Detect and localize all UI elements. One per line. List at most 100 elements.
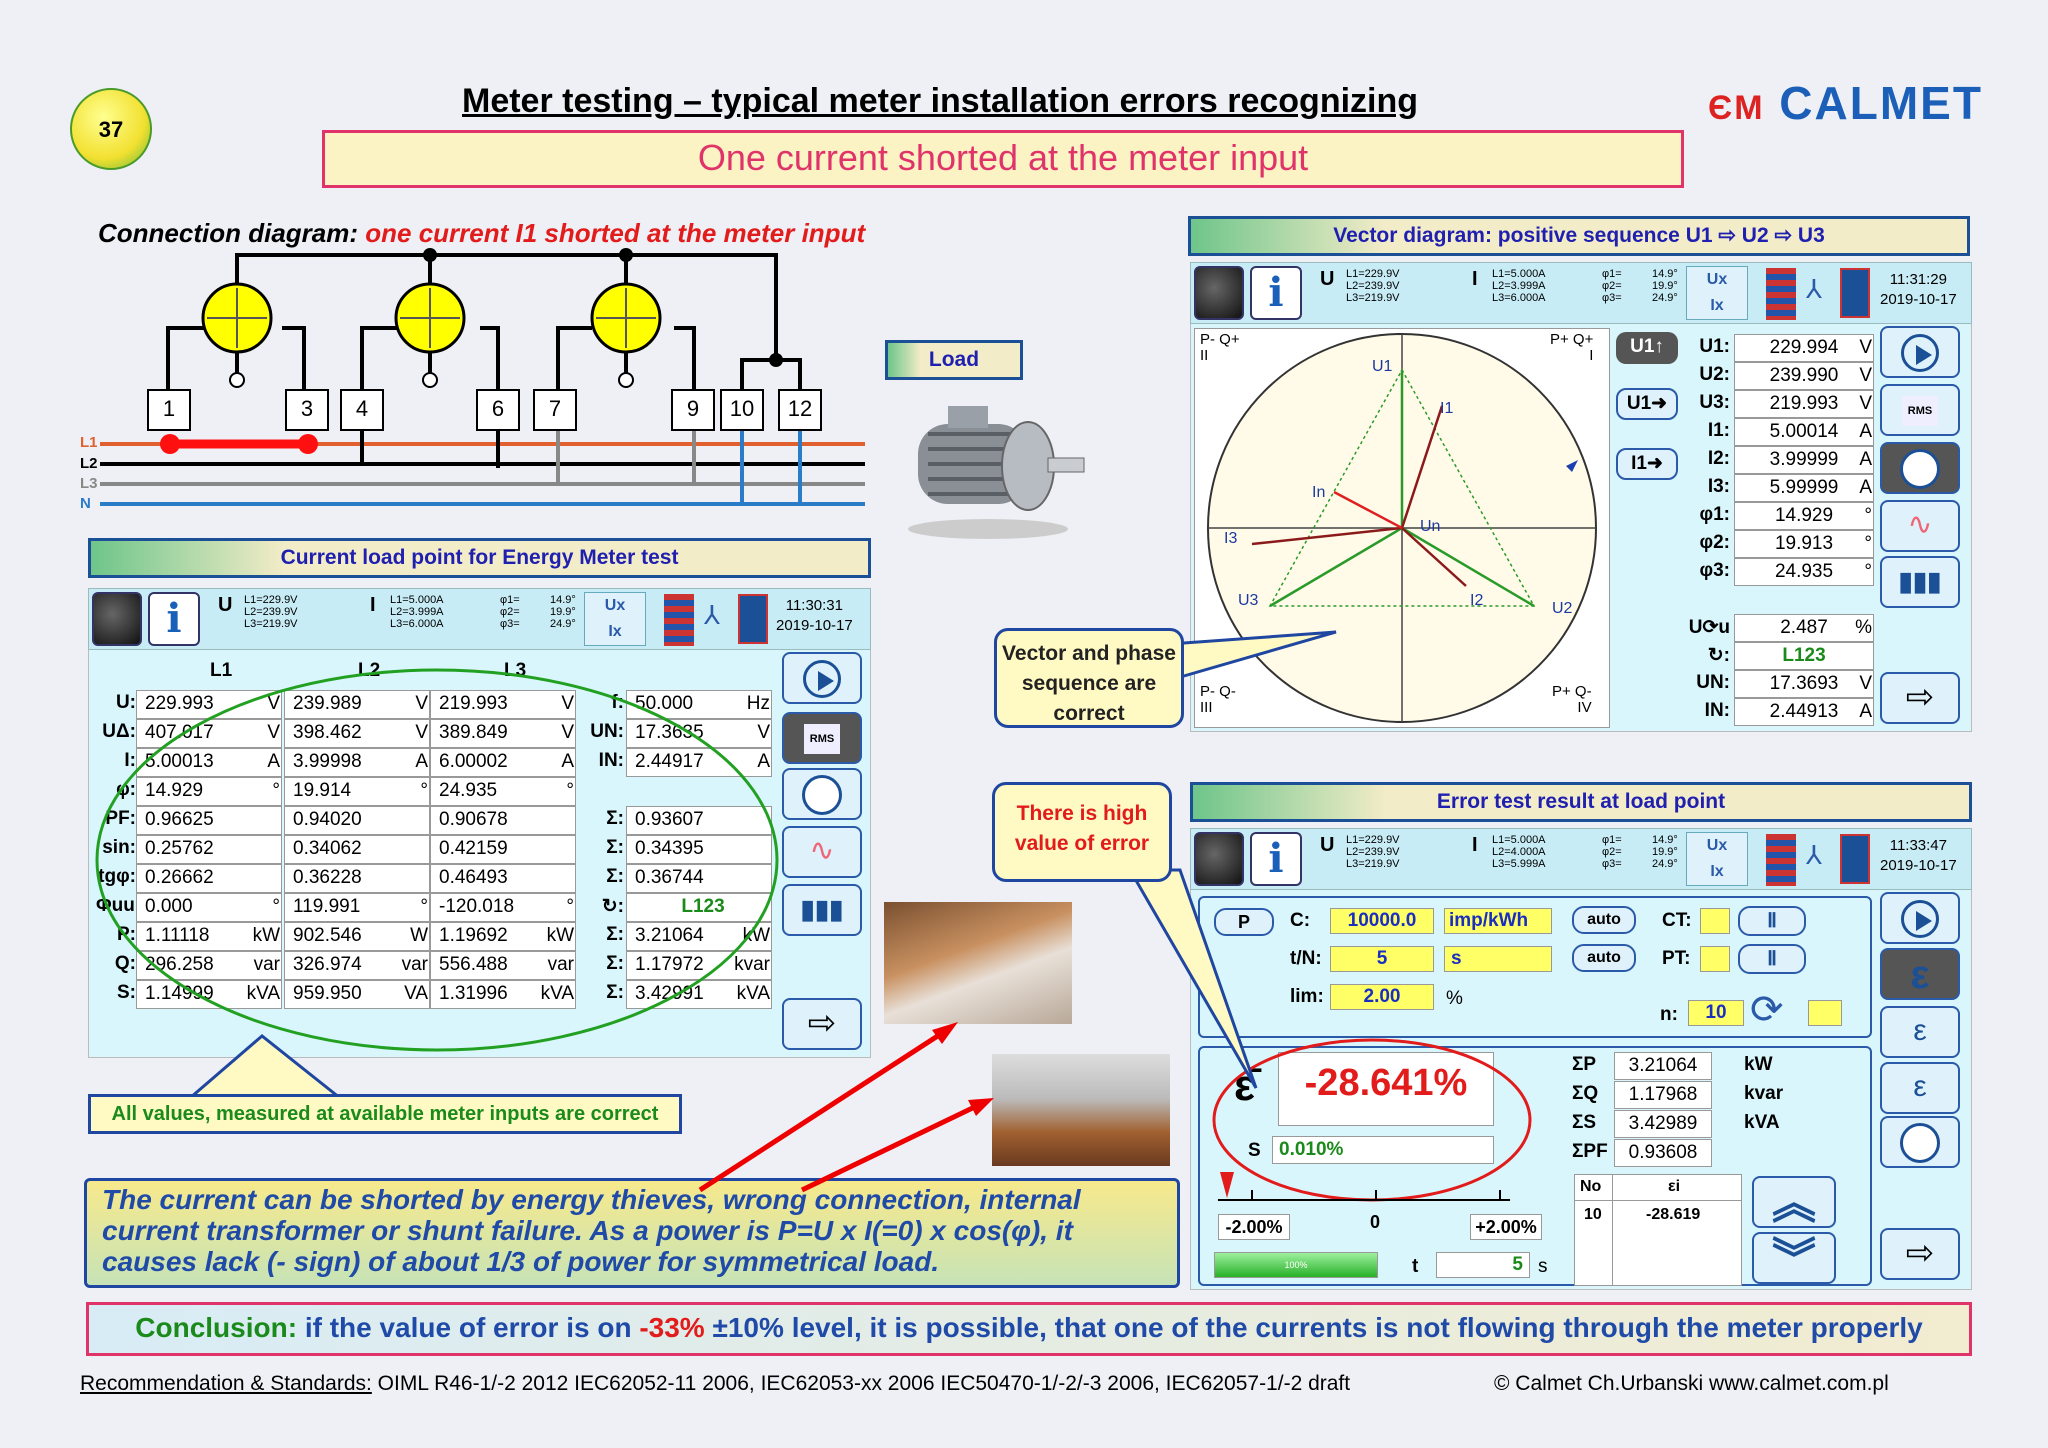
allvals-pointer bbox=[185, 1034, 345, 1100]
auto-button-2[interactable]: auto bbox=[1572, 944, 1636, 972]
unit-label: V bbox=[267, 722, 280, 743]
play-button-3[interactable] bbox=[1880, 892, 1960, 944]
vector-button[interactable] bbox=[782, 768, 862, 820]
error-chart-button[interactable]: ε bbox=[1880, 1006, 1960, 1058]
c-field[interactable]: 10000.0 bbox=[1330, 908, 1434, 934]
vector-unit: V bbox=[1859, 673, 1872, 694]
p-button[interactable]: P bbox=[1214, 908, 1274, 936]
screen-mode-button-2[interactable] bbox=[1194, 266, 1244, 320]
scroll-up-button[interactable]: ︽ bbox=[1752, 1176, 1836, 1228]
result-table-divider bbox=[1612, 1174, 1613, 1286]
btn-u1-up[interactable]: U1↑ bbox=[1616, 332, 1678, 364]
auto-button-1[interactable]: auto bbox=[1572, 906, 1636, 934]
star-icon-2[interactable]: ⅄ bbox=[1806, 274, 1822, 304]
value-cell: 5.00013 bbox=[136, 748, 282, 777]
sum-cell: 0.36744 bbox=[626, 864, 772, 893]
harmonics-button[interactable]: ▮▮▮ bbox=[782, 884, 862, 936]
vector-value-cell: 5.99999 bbox=[1734, 474, 1874, 502]
ct-icon[interactable]: Ⅱ bbox=[1738, 906, 1806, 936]
vec-label-I2: I2 bbox=[1470, 592, 1484, 609]
transformer-icon-2[interactable] bbox=[1766, 268, 1796, 320]
pc-icon-2[interactable] bbox=[1840, 268, 1870, 318]
sum-label: Σ: bbox=[606, 982, 624, 1003]
lim-field[interactable]: 2.00 bbox=[1330, 984, 1434, 1010]
vector-button-2[interactable] bbox=[1880, 442, 1960, 494]
screen-mode-button[interactable] bbox=[92, 592, 142, 646]
transformer-icon-3[interactable] bbox=[1766, 834, 1796, 886]
pt-field[interactable] bbox=[1700, 946, 1730, 972]
row-label: Q: bbox=[114, 953, 136, 974]
table-head-eps: εi bbox=[1668, 1178, 1681, 1195]
quad-tl: P- Q+II bbox=[1200, 331, 1240, 364]
tn-field[interactable]: 5 bbox=[1330, 946, 1434, 972]
value-cell: 0.94020 bbox=[284, 806, 430, 835]
pt-label: PT: bbox=[1662, 948, 1691, 969]
sum-unit: kvar bbox=[734, 954, 770, 975]
rms-button[interactable]: RMS bbox=[782, 712, 862, 764]
btn-u1-right[interactable]: U1➜ bbox=[1616, 388, 1678, 420]
value-cell: 902.546 bbox=[284, 922, 430, 951]
lim-unit: % bbox=[1446, 988, 1463, 1009]
vector-row-label: I1: bbox=[1707, 420, 1730, 441]
sum-label: Σ: bbox=[606, 808, 624, 829]
vector-value-cell: 5.00014 bbox=[1734, 418, 1874, 446]
vector-button-3[interactable] bbox=[1880, 1116, 1960, 1168]
waveform-button-2[interactable]: ∿ bbox=[1880, 500, 1960, 552]
exit-button-2[interactable]: ⇨ bbox=[1880, 672, 1960, 724]
play-button-2[interactable] bbox=[1880, 326, 1960, 378]
vec-label-U2: U2 bbox=[1552, 600, 1573, 617]
tn-unit[interactable]: s bbox=[1444, 946, 1552, 972]
vector-value-cell: 3.99999 bbox=[1734, 446, 1874, 474]
exit-button-3[interactable]: ⇨ bbox=[1880, 1228, 1960, 1280]
info-button-3[interactable]: i bbox=[1250, 832, 1302, 886]
row-label: φ: bbox=[116, 779, 136, 800]
scale-right: +2.00% bbox=[1470, 1214, 1542, 1240]
pc-icon-3[interactable] bbox=[1840, 834, 1870, 884]
waveform-button[interactable]: ∿ bbox=[782, 826, 862, 878]
btn-i1-right[interactable]: I1➜ bbox=[1616, 448, 1678, 480]
vector-row-label: φ1: bbox=[1699, 504, 1731, 525]
scroll-down-button[interactable]: ︾ bbox=[1752, 1232, 1836, 1284]
play-button[interactable] bbox=[782, 652, 862, 704]
repeat-field[interactable] bbox=[1808, 1000, 1842, 1026]
exit-button[interactable]: ⇨ bbox=[782, 998, 862, 1050]
repeat-icon[interactable]: ⟳ bbox=[1750, 988, 1784, 1032]
sum-label: Σ: bbox=[606, 953, 624, 974]
n-field[interactable]: 10 bbox=[1688, 1000, 1744, 1026]
info-button-2[interactable]: i bbox=[1250, 266, 1302, 320]
rms-button-2[interactable]: RMS bbox=[1880, 384, 1960, 436]
sum-label: UN: bbox=[590, 721, 624, 742]
vec-label-I1: I1 bbox=[1440, 400, 1454, 417]
vector-value-cell: 239.990 bbox=[1734, 362, 1874, 390]
info-button[interactable]: i bbox=[148, 592, 200, 646]
star-icon-3[interactable]: ⅄ bbox=[1806, 840, 1822, 870]
vector-unit: V bbox=[1859, 365, 1872, 386]
vector-value-cell: 17.3693 bbox=[1734, 670, 1874, 698]
ct-field[interactable] bbox=[1700, 908, 1730, 934]
sum-cell: 50.000 bbox=[626, 690, 772, 719]
star-icon[interactable]: ⅄ bbox=[704, 600, 720, 630]
error-mode-button[interactable]: ε bbox=[1880, 948, 1960, 1000]
error-callout-pointer bbox=[1127, 868, 1258, 1089]
progress-bar: 100% bbox=[1214, 1252, 1378, 1278]
row-label: S: bbox=[117, 982, 136, 1003]
row-label: UΔ: bbox=[102, 721, 136, 742]
pt-icon[interactable]: Ⅱ bbox=[1738, 944, 1806, 974]
screen-mode-button-3[interactable] bbox=[1194, 832, 1244, 886]
harmonics-button-2[interactable]: ▮▮▮ bbox=[1880, 556, 1960, 608]
unit-label: ° bbox=[420, 780, 428, 801]
transformer-icon[interactable] bbox=[664, 594, 694, 646]
error-list-button[interactable]: ε bbox=[1880, 1062, 1960, 1114]
red-arrows bbox=[698, 1022, 994, 1193]
pc-icon[interactable] bbox=[738, 594, 768, 644]
value-cell: 1.31996 bbox=[430, 980, 576, 1009]
c-unit[interactable]: imp/kWh bbox=[1444, 908, 1552, 934]
vector-unit: ° bbox=[1864, 533, 1872, 554]
terminal-4-label: 4 bbox=[355, 396, 369, 421]
page-number-badge: 37 bbox=[70, 88, 152, 170]
vector-unit: A bbox=[1859, 449, 1872, 470]
